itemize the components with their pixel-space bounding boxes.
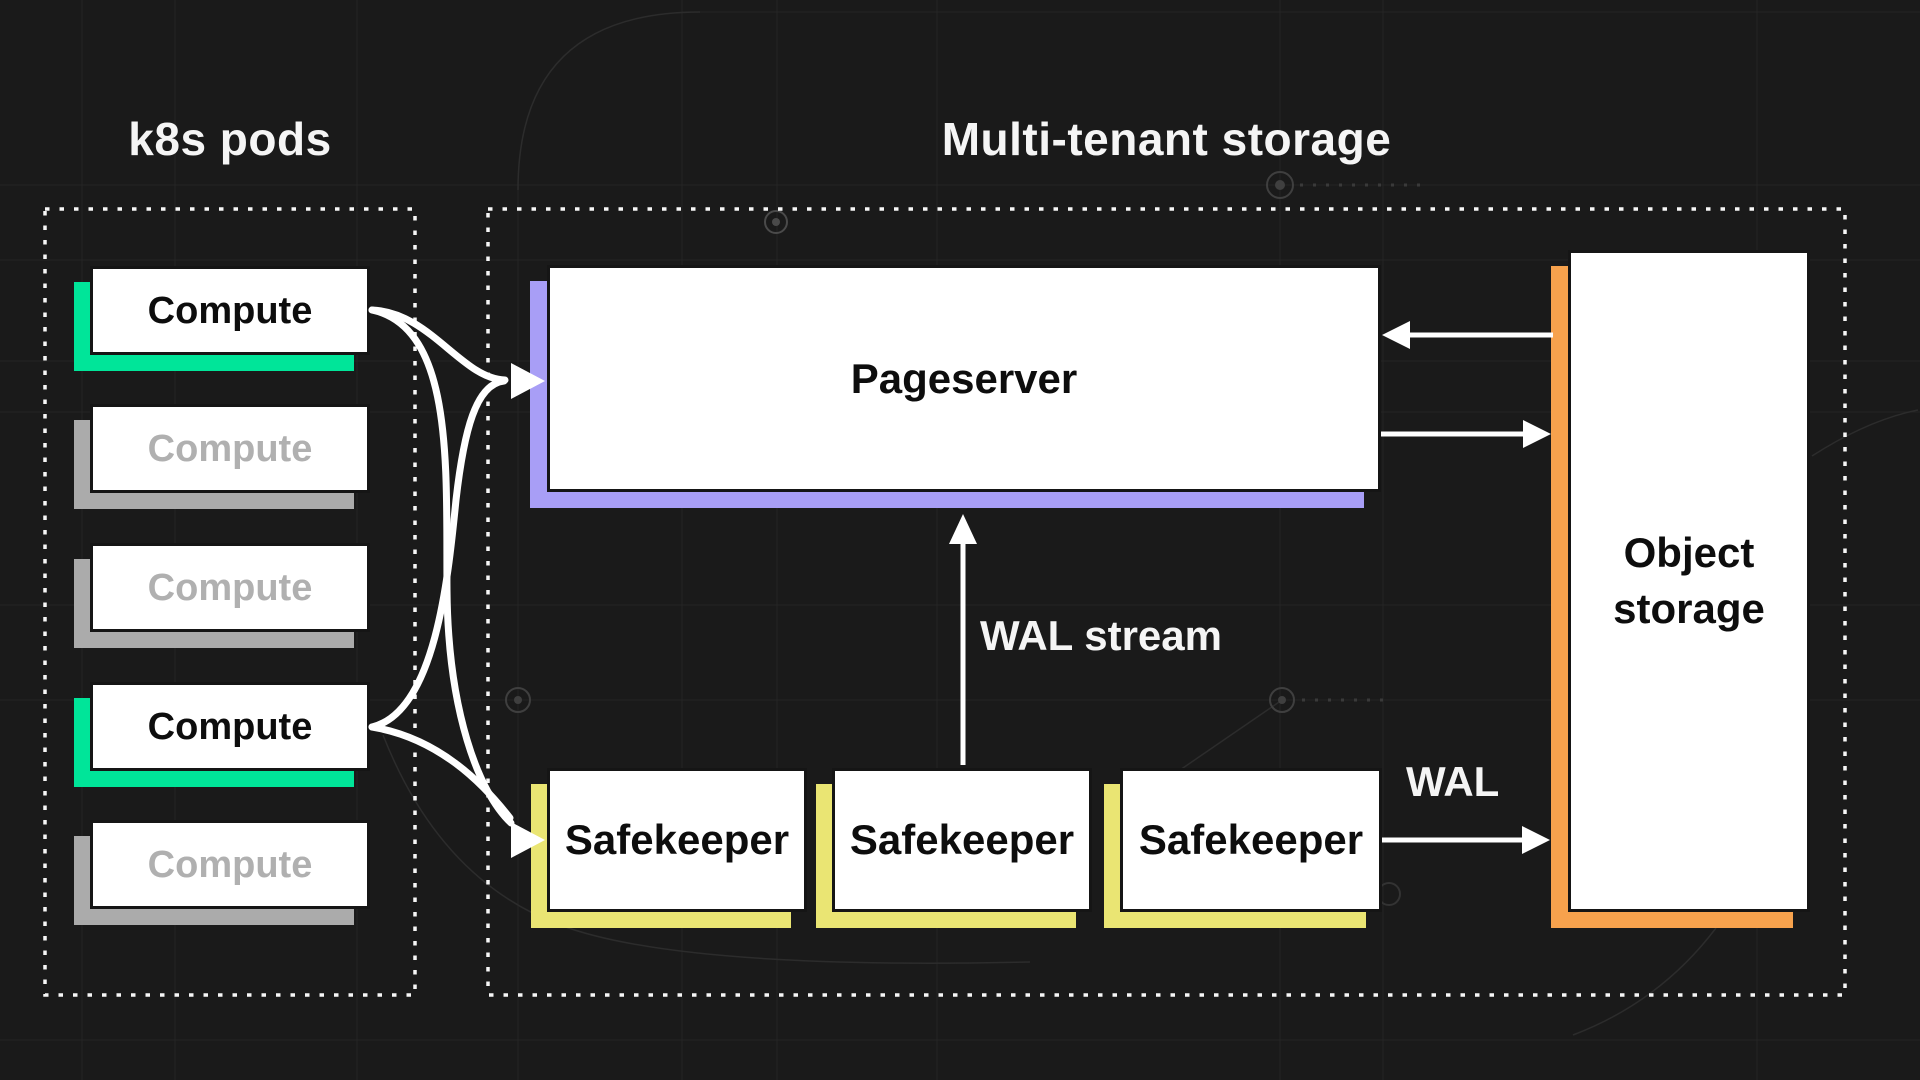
decor-dotted-rows xyxy=(1300,183,1430,702)
object-storage-label: Object storage xyxy=(1613,529,1765,632)
safekeeper-label: Safekeeper xyxy=(849,816,1075,863)
safekeeper-label: Safekeeper xyxy=(1138,816,1364,863)
compute-label: Compute xyxy=(147,427,313,470)
compute-label: Compute xyxy=(147,843,313,886)
pageserver-label: Pageserver xyxy=(850,354,1078,402)
object-storage-node: Object storage xyxy=(1551,250,1810,928)
safekeeper-label: Safekeeper xyxy=(564,816,790,863)
compute-label: Compute xyxy=(147,566,313,609)
decor-circles xyxy=(505,171,1401,906)
safekeeper-node-3: Safekeeper xyxy=(1104,768,1382,928)
compute-label: Compute xyxy=(147,289,313,332)
compute-node-2: Compute xyxy=(74,404,370,509)
compute-node-4: Compute xyxy=(74,682,370,787)
compute-node-1: Compute xyxy=(74,266,370,371)
decor-arcs xyxy=(382,11,1919,1036)
safekeeper-node-1: Safekeeper xyxy=(531,768,807,928)
compute-label: Compute xyxy=(147,705,313,748)
compute-node-3: Compute xyxy=(74,543,370,648)
pageserver-node: Pageserver xyxy=(530,265,1381,508)
safekeeper-node-2: Safekeeper xyxy=(816,768,1092,928)
compute-node-5: Compute xyxy=(74,820,370,925)
